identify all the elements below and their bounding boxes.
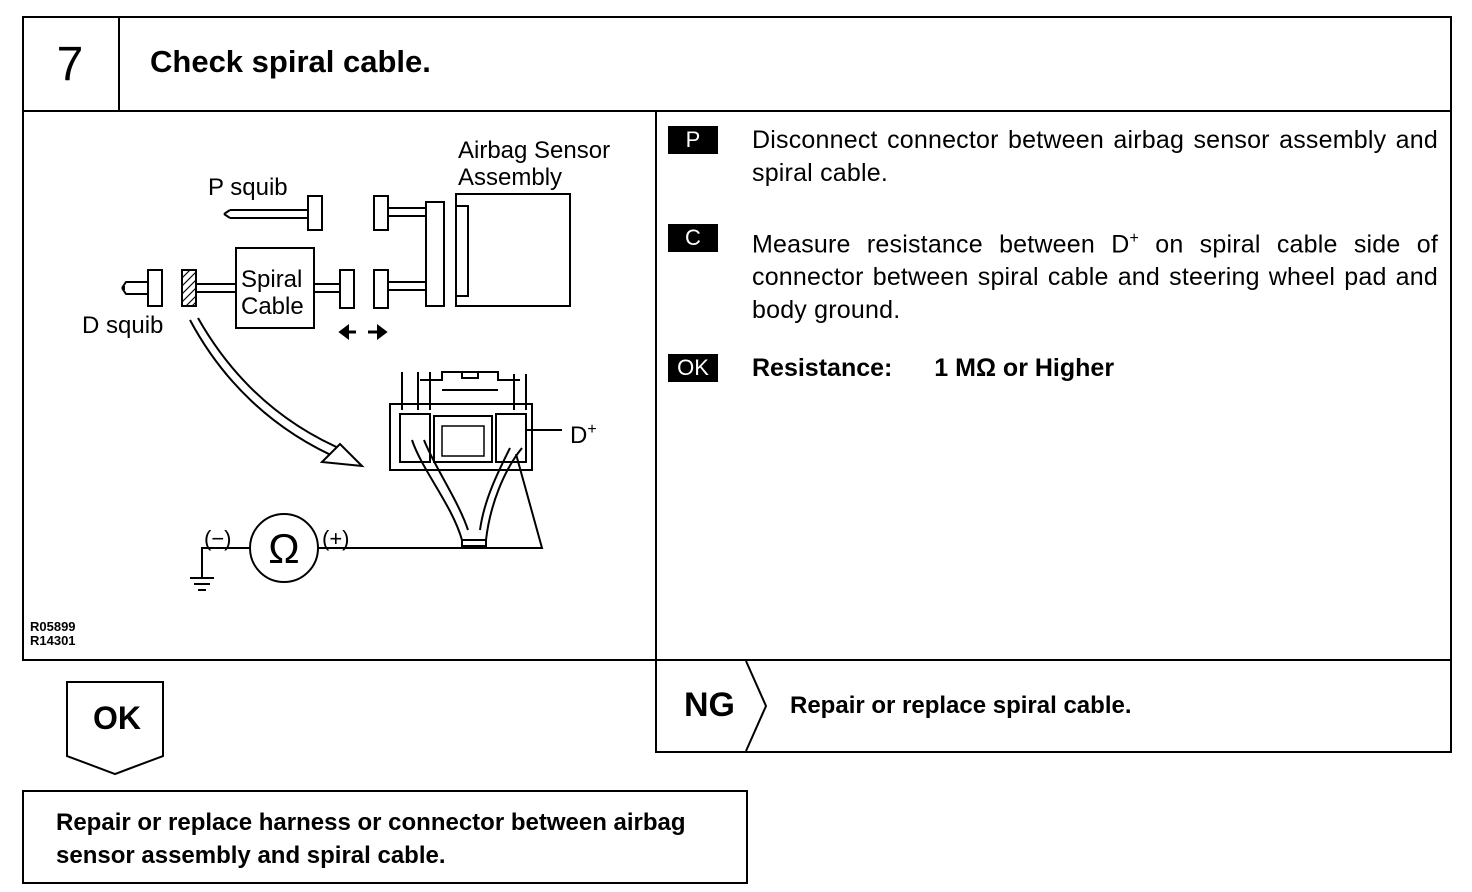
d-squib-connector [147, 269, 163, 307]
prepare-instruction: Disconnect connector between airbag sens… [752, 126, 1438, 187]
label-minus: (−) [204, 526, 232, 551]
ok-result-box [22, 790, 748, 884]
ok-criteria: Resistance: 1 MΩ or Higher [752, 352, 1114, 385]
check-tag: C [668, 224, 718, 252]
ok-result-text: Repair or replace harness or connector b… [56, 809, 686, 869]
p-squib-wire [223, 209, 308, 219]
label-d-plus: D+ [570, 421, 597, 449]
negative-lead [201, 547, 250, 578]
label-assembly: Assembly [458, 164, 563, 191]
sensor-harness-block [425, 201, 445, 307]
prepare-tag: P [668, 126, 718, 154]
resistance-value: 1 MΩ or Higher [934, 354, 1115, 382]
drawing-code: R14301 [30, 633, 76, 648]
airbag-sensor-assembly-shape [455, 193, 571, 307]
ok-arrow-icon [66, 681, 164, 776]
label-airbag-sensor: Airbag Sensor [458, 137, 611, 164]
drawing-codes: R05899 R14301 [30, 620, 76, 648]
diagram-panel [22, 110, 657, 661]
spiral-cable-diagram [121, 193, 571, 591]
curved-arrow [189, 319, 343, 461]
instruction-panel [655, 110, 1452, 661]
drawing-code: R05899 [30, 619, 76, 634]
ng-label: NG [684, 686, 735, 724]
ng-box [655, 659, 1452, 753]
ok-tag: OK [668, 354, 718, 382]
sensor-connector-upper [373, 195, 389, 231]
spiral-cable-shape [235, 247, 315, 329]
p-squib-connector [307, 195, 323, 231]
sensor-connector-lower [373, 269, 389, 309]
ok-label: OK [93, 700, 141, 736]
label-cable: Cable [241, 293, 304, 320]
step-title: Check spiral cable. [150, 44, 431, 79]
resistance-label: Resistance: [752, 354, 893, 382]
label-d-squib: D squib [82, 312, 164, 339]
label-spiral: Spiral [241, 266, 303, 293]
label-plus: (+) [322, 526, 350, 551]
positive-lead [318, 453, 544, 549]
d-squib-wire [121, 281, 148, 295]
ng-action: Repair or replace spiral cable. [790, 692, 1132, 719]
step-header [22, 16, 1452, 112]
connector-front-view [389, 403, 533, 471]
ng-chevron-icon [745, 660, 768, 752]
check-instruction: Measure resistance between D+ on spiral … [752, 230, 1438, 325]
spiral-connector [339, 269, 355, 309]
label-p-squib: P squib [208, 174, 288, 201]
ground-icon [190, 577, 214, 591]
step-number: 7 [22, 16, 120, 112]
ohm-symbol: Ω [268, 525, 300, 572]
